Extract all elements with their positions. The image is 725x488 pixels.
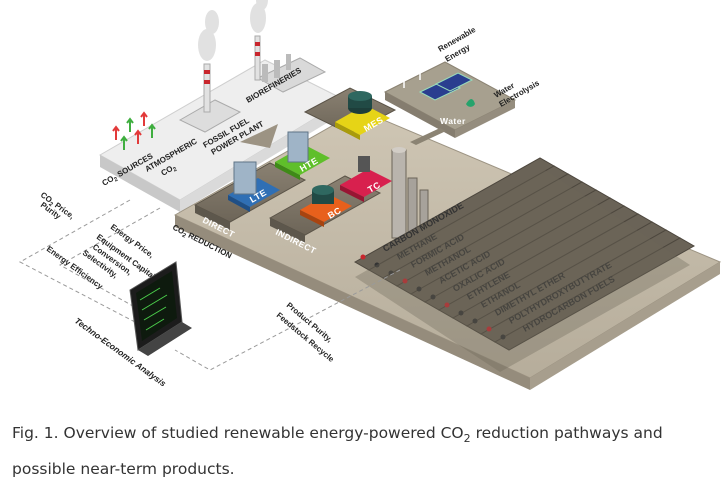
- molecule-icon: [444, 302, 450, 308]
- atmospheric-co2-arrows: [112, 111, 156, 150]
- co2-sources-platform: BIOREFINERIES FOSSIL FUEL POWER PLANT AT…: [98, 35, 347, 212]
- molecule-icon: [374, 262, 380, 268]
- caption-subscript: 2: [463, 432, 471, 446]
- molecule-icon: [500, 334, 506, 340]
- h2-label: H2: [486, 128, 497, 140]
- monitor-icon: [129, 261, 192, 356]
- water-label: Water: [440, 116, 466, 126]
- power-plant-building: [178, 35, 261, 133]
- bc-block: BC: [300, 185, 352, 227]
- products-plate: [355, 170, 690, 372]
- molecule-icon: [402, 278, 408, 284]
- molecule-icon: [430, 294, 436, 300]
- lte-block: LTE: [228, 161, 280, 212]
- smoke-plumes: [198, 0, 268, 61]
- mes-block: MES: [335, 91, 390, 140]
- pathway-diagram: BIOREFINERIES FOSSIL FUEL POWER PLANT AT…: [18, 0, 722, 390]
- molecule-icon: [360, 254, 366, 260]
- molecule-icon: [416, 286, 422, 292]
- tea-connectors: [18, 199, 401, 371]
- wind-turbine-icon: [395, 41, 430, 88]
- product-row-strip: [493, 237, 696, 351]
- molecule-icon: [486, 326, 492, 332]
- water-electrolysis-platform: Water H2 Renewable Energy Water Electrol…: [383, 25, 541, 145]
- molecule-icon: [458, 310, 464, 316]
- figure: BIOREFINERIES FOSSIL FUEL POWER PLANT AT…: [18, 0, 722, 390]
- molecule-icon: [472, 318, 478, 324]
- water-drop-icon: [466, 99, 475, 107]
- h2-pipe: [410, 128, 446, 145]
- figure-caption: Fig. 1. Overview of studied renewable en…: [12, 418, 712, 484]
- tea-parameters: Energy Price, Equipment Capital, Convers…: [45, 222, 159, 291]
- solar-panel-icon: [418, 72, 474, 101]
- sources-to-reduction-arrow: [240, 124, 278, 148]
- caption-text: Fig. 1. Overview of studied renewable en…: [12, 424, 464, 442]
- caption-text-end: reduction pathways and possible near-ter…: [12, 424, 663, 479]
- biorefinery-building: [256, 54, 327, 93]
